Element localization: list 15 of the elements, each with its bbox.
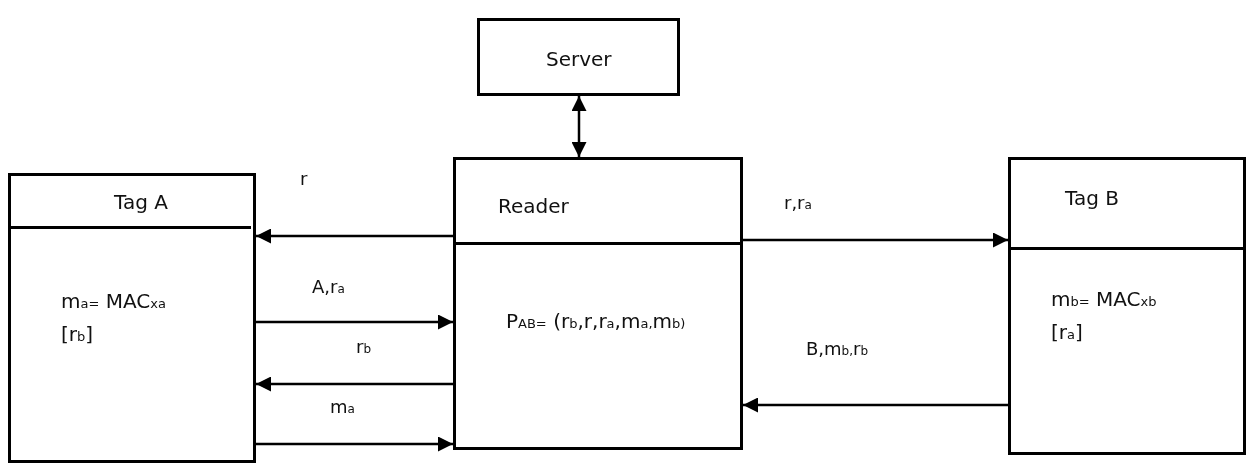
box-title: Tag B (1065, 186, 1119, 210)
box-title: Server (546, 47, 612, 71)
box-title: Tag A (114, 190, 168, 214)
entity-box (453, 157, 743, 450)
arrow (571, 96, 587, 157)
entity-box (1008, 157, 1246, 455)
arrow (256, 436, 453, 452)
process-box (477, 18, 680, 96)
arrow (256, 228, 453, 244)
arrow (256, 314, 453, 330)
entity-box (8, 173, 256, 463)
arrow (256, 376, 453, 392)
arrow (743, 232, 1008, 248)
box-title: Reader (498, 194, 569, 218)
arrow (743, 397, 1008, 413)
